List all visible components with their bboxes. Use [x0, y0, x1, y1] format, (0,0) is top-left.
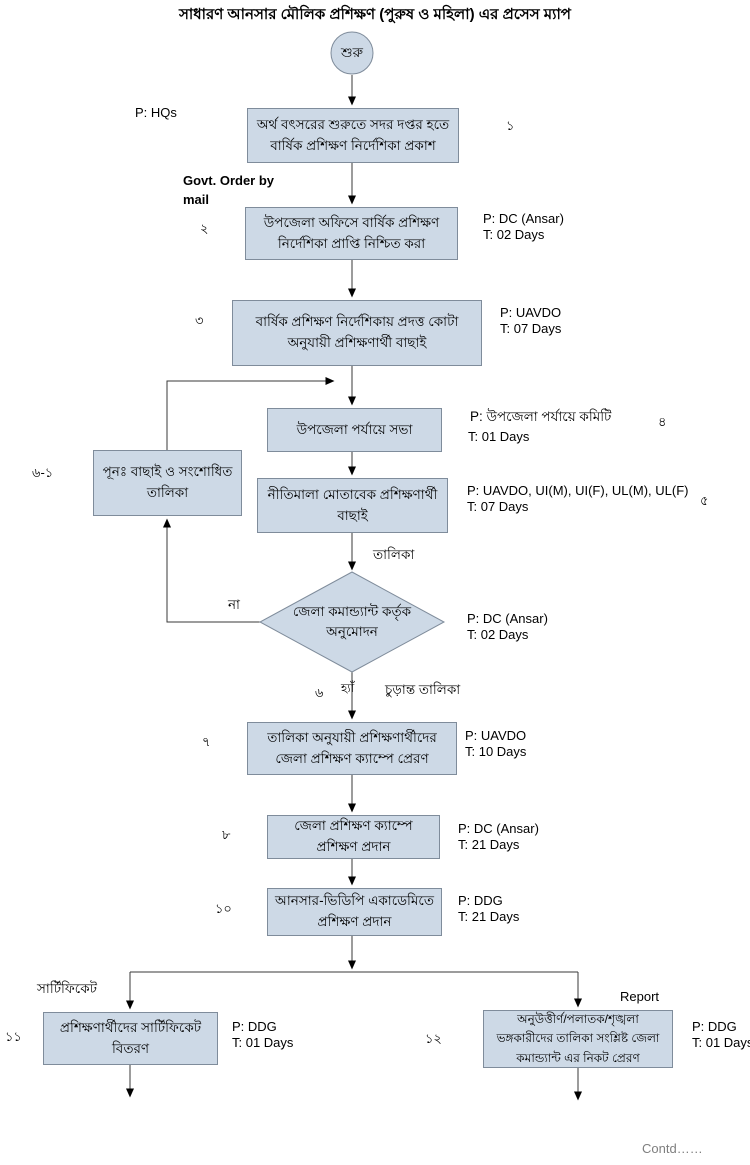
s11-serial: ১১ — [5, 1029, 22, 1044]
list-edge-label: তালিকা — [373, 547, 415, 562]
s10-serial: ১০ — [215, 901, 232, 916]
start-label: শুরু — [341, 44, 363, 60]
node-s3: বার্ষিক প্রশিক্ষণ নির্দেশিকায় প্রদত্ত ক… — [232, 300, 482, 366]
report-edge-label: Report — [620, 989, 660, 1004]
decision-diamond-shape — [258, 571, 446, 673]
s11-time-label: T: 01 Days — [232, 1035, 294, 1050]
s4-performer-label: P: উপজেলা পর্যায়ে কমিটি — [470, 409, 612, 424]
s7-serial: ৭ — [202, 734, 211, 749]
node-s2: উপজেলা অফিসে বার্ষিক প্রশিক্ষণ নির্দেশিক… — [245, 207, 458, 260]
node-s5: নীতিমালা মোতাবেক প্রশিক্ষণার্থী বাছাই — [257, 478, 448, 533]
s12-performer-label: P: DDG — [692, 1019, 737, 1034]
s3-performer-label: P: UAVDO — [500, 305, 562, 320]
s8-performer-label: P: DC (Ansar) — [458, 821, 539, 836]
decision-label: জেলা কমান্ড্যান্ট কর্তৃক অনুমোদন — [292, 603, 412, 639]
decision-performer-label: P: DC (Ansar) — [467, 611, 548, 626]
arrow-rework-box-to-mainline — [166, 377, 335, 450]
s2-time-label: T: 02 Days — [483, 227, 545, 242]
contd-label: Contd…… — [642, 1141, 703, 1156]
arrow-no-to-rework-box — [163, 518, 260, 623]
node-s4: উপজেলা পর্যায়ে সভা — [267, 408, 442, 452]
s5-serial: ৫ — [700, 493, 709, 508]
decision-time-label: T: 02 Days — [467, 627, 529, 642]
s12-serial: ১২ — [425, 1031, 442, 1046]
s4-serial: ৪ — [658, 414, 667, 429]
yes-edge-label: হ্যাঁ — [341, 681, 355, 695]
certificate-edge-label: সার্টিফিকেট — [37, 981, 98, 996]
s2-performer-label: P: DC (Ansar) — [483, 211, 564, 226]
node-s1: অর্থ বৎসরের শুরুতে সদর দপ্তর হতে বার্ষিক… — [247, 108, 459, 163]
s7-performer-label: P: UAVDO — [465, 728, 527, 743]
no-edge-label: না — [228, 597, 240, 612]
s3-serial: ৩ — [195, 313, 204, 328]
node-s8: জেলা প্রশিক্ষণ ক্যাম্পে প্রশিক্ষণ প্রদান — [267, 815, 440, 859]
govt-order-edge-label: Govt. Order by mail — [183, 173, 275, 207]
node-s12: অনুউত্তীর্ণ/পলাতক/শৃঙ্খলা ভঙ্গকারীদের তা… — [483, 1010, 673, 1068]
s5-performer-label: P: UAVDO, UI(M), UI(F), UL(M), UL(F) — [467, 483, 689, 498]
s5-time-label: T: 07 Days — [467, 499, 529, 514]
node-s7: তালিকা অনুযায়ী প্রশিক্ষণার্থীদের জেলা প… — [247, 722, 457, 775]
node-s11: প্রশিক্ষণার্থীদের সার্টিফিকেট বিতরণ — [43, 1012, 218, 1065]
rework-serial: ৬-১ — [32, 465, 54, 480]
s10-time-label: T: 21 Days — [458, 909, 520, 924]
s12-time-label: T: 01 Days — [692, 1035, 750, 1050]
s4-time-label: T: 01 Days — [468, 429, 530, 444]
s1-serial: ১ — [506, 118, 515, 133]
s1-performer-label: P: HQs — [135, 105, 177, 120]
decision-serial: ৬ — [315, 685, 324, 700]
s10-performer-label: P: DDG — [458, 893, 503, 908]
final-list-edge-label: চুড়ান্ত তালিকা — [385, 682, 461, 697]
node-rework-list: পূনঃ বাছাই ও সংশোধিত তালিকা — [93, 450, 242, 516]
start-terminator-shape — [330, 31, 374, 75]
s3-time-label: T: 07 Days — [500, 321, 562, 336]
node-s10: আনসার-ভিডিপি একাডেমিতে প্রশিক্ষণ প্রদান — [267, 888, 442, 936]
s11-performer-label: P: DDG — [232, 1019, 277, 1034]
s8-serial: ৮ — [222, 827, 231, 842]
s2-serial: ২ — [200, 221, 209, 236]
s8-time-label: T: 21 Days — [458, 837, 520, 852]
s7-time-label: T: 10 Days — [465, 744, 527, 759]
page-title: সাধারণ আনসার মৌলিক প্রশিক্ষণ (পুরুষ ও মহ… — [179, 6, 571, 23]
